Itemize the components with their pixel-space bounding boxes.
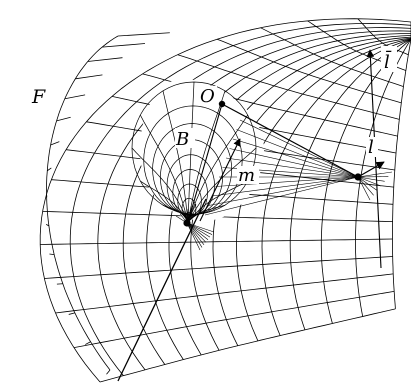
outer-mesh-u-line [73,291,395,348]
point-right [354,173,362,181]
outer-mesh-u-line [177,54,400,120]
outer-lip-rib [102,43,146,48]
outer-mesh-v-line [355,38,411,317]
right-fan-tail [357,176,378,191]
outer-lip-rib [49,253,55,256]
right-fan-ray [211,176,359,197]
bottom-fan-ray [186,222,213,235]
inner-mesh-u-line [162,90,189,223]
outer-lip-rib [50,141,60,146]
right-fan-ray [225,157,359,178]
outer-lip-rib [45,224,50,227]
outer-lip-rib [68,312,75,315]
bottom-fan-ray [186,222,205,246]
outer-lip-rib [75,74,103,80]
label-F: F [31,86,46,108]
outer-mesh-u-line [216,38,402,104]
outer-lip-rib [117,32,170,37]
vector-l-bar-arrow [366,49,382,269]
right-fan-ray [232,138,359,178]
outer-mesh-u-line [55,273,394,314]
outer-mesh-v-line [236,38,411,342]
outer-mesh-u-line [99,308,396,383]
right-fan-ray [204,176,359,216]
bottom-fan-ray [186,222,203,248]
points [183,100,362,227]
outer-lip-rib [106,369,111,375]
right-fan-tail [357,171,393,178]
inner-mesh-v-line [166,154,215,217]
right-fan-ray [208,176,359,206]
right-fan-ray [236,129,359,178]
label-l: l [368,137,374,158]
bottom-fan-ray [186,222,209,240]
outer-lip-rib [87,57,123,62]
long-line [117,198,207,382]
outer-mesh-v-line [261,38,411,336]
right-fan-tail [357,176,374,196]
outer-mesh-v-line [97,27,411,371]
label-O: O [200,86,215,107]
outer-mesh-u-line [44,256,393,279]
outer-mesh-v-line [69,22,411,376]
outer-lip-rib [56,116,71,122]
vectors [117,49,385,382]
outer-mesh-v-line [320,38,411,324]
right-fan-tail [357,176,371,201]
point-o [218,100,226,108]
right-fan-ray [239,119,359,178]
inner-mesh-u-line [187,81,195,223]
line-o-to-bottom [187,103,223,223]
inner-mesh-v-line [159,139,223,216]
inner-mesh-u-line [131,147,189,223]
inner-mesh-u-line [187,114,248,223]
inner-mesh-u-line [187,147,257,223]
inner-mesh-v-line [177,183,202,219]
vector-l-arrow [357,161,385,178]
right-fan-tail [357,176,385,182]
inner-mesh-v-line [181,197,197,220]
vector-m-arrow [199,138,241,222]
outer-mesh-v-line [392,39,411,309]
inner-mesh-v-line [131,81,257,215]
outer-lip-rib [85,341,91,345]
inner-mesh-v-line [152,123,233,216]
label-m: m [238,165,255,186]
bottom-fan-ray [186,222,201,251]
outer-lip-rib [47,167,52,172]
inner-mesh-u-line [187,90,226,223]
outer-mesh-v-line [39,18,411,383]
labels: F O B m l l̄ [30,46,397,186]
outer-surface-lip [46,35,119,371]
bottom-fan-ray [186,222,207,243]
right-fan-ray [229,148,359,178]
inner-mesh-u-line [139,114,189,223]
inner-mesh-v-line [143,105,243,215]
right-fan-ray [215,176,359,187]
point-bottom [183,219,191,227]
line-o-to-right [221,103,359,178]
inner-surface-mesh [131,81,257,223]
outer-mesh-u-line [260,27,404,87]
outer-mesh-u-line [357,18,409,56]
outer-mesh-u-line [40,238,393,245]
label-l-bar: l̄ [384,49,392,73]
bottom-fan-ray [186,222,211,238]
label-B: B [175,129,189,150]
outer-lip-rib [64,94,86,100]
bottom-fan-ray [186,222,215,233]
